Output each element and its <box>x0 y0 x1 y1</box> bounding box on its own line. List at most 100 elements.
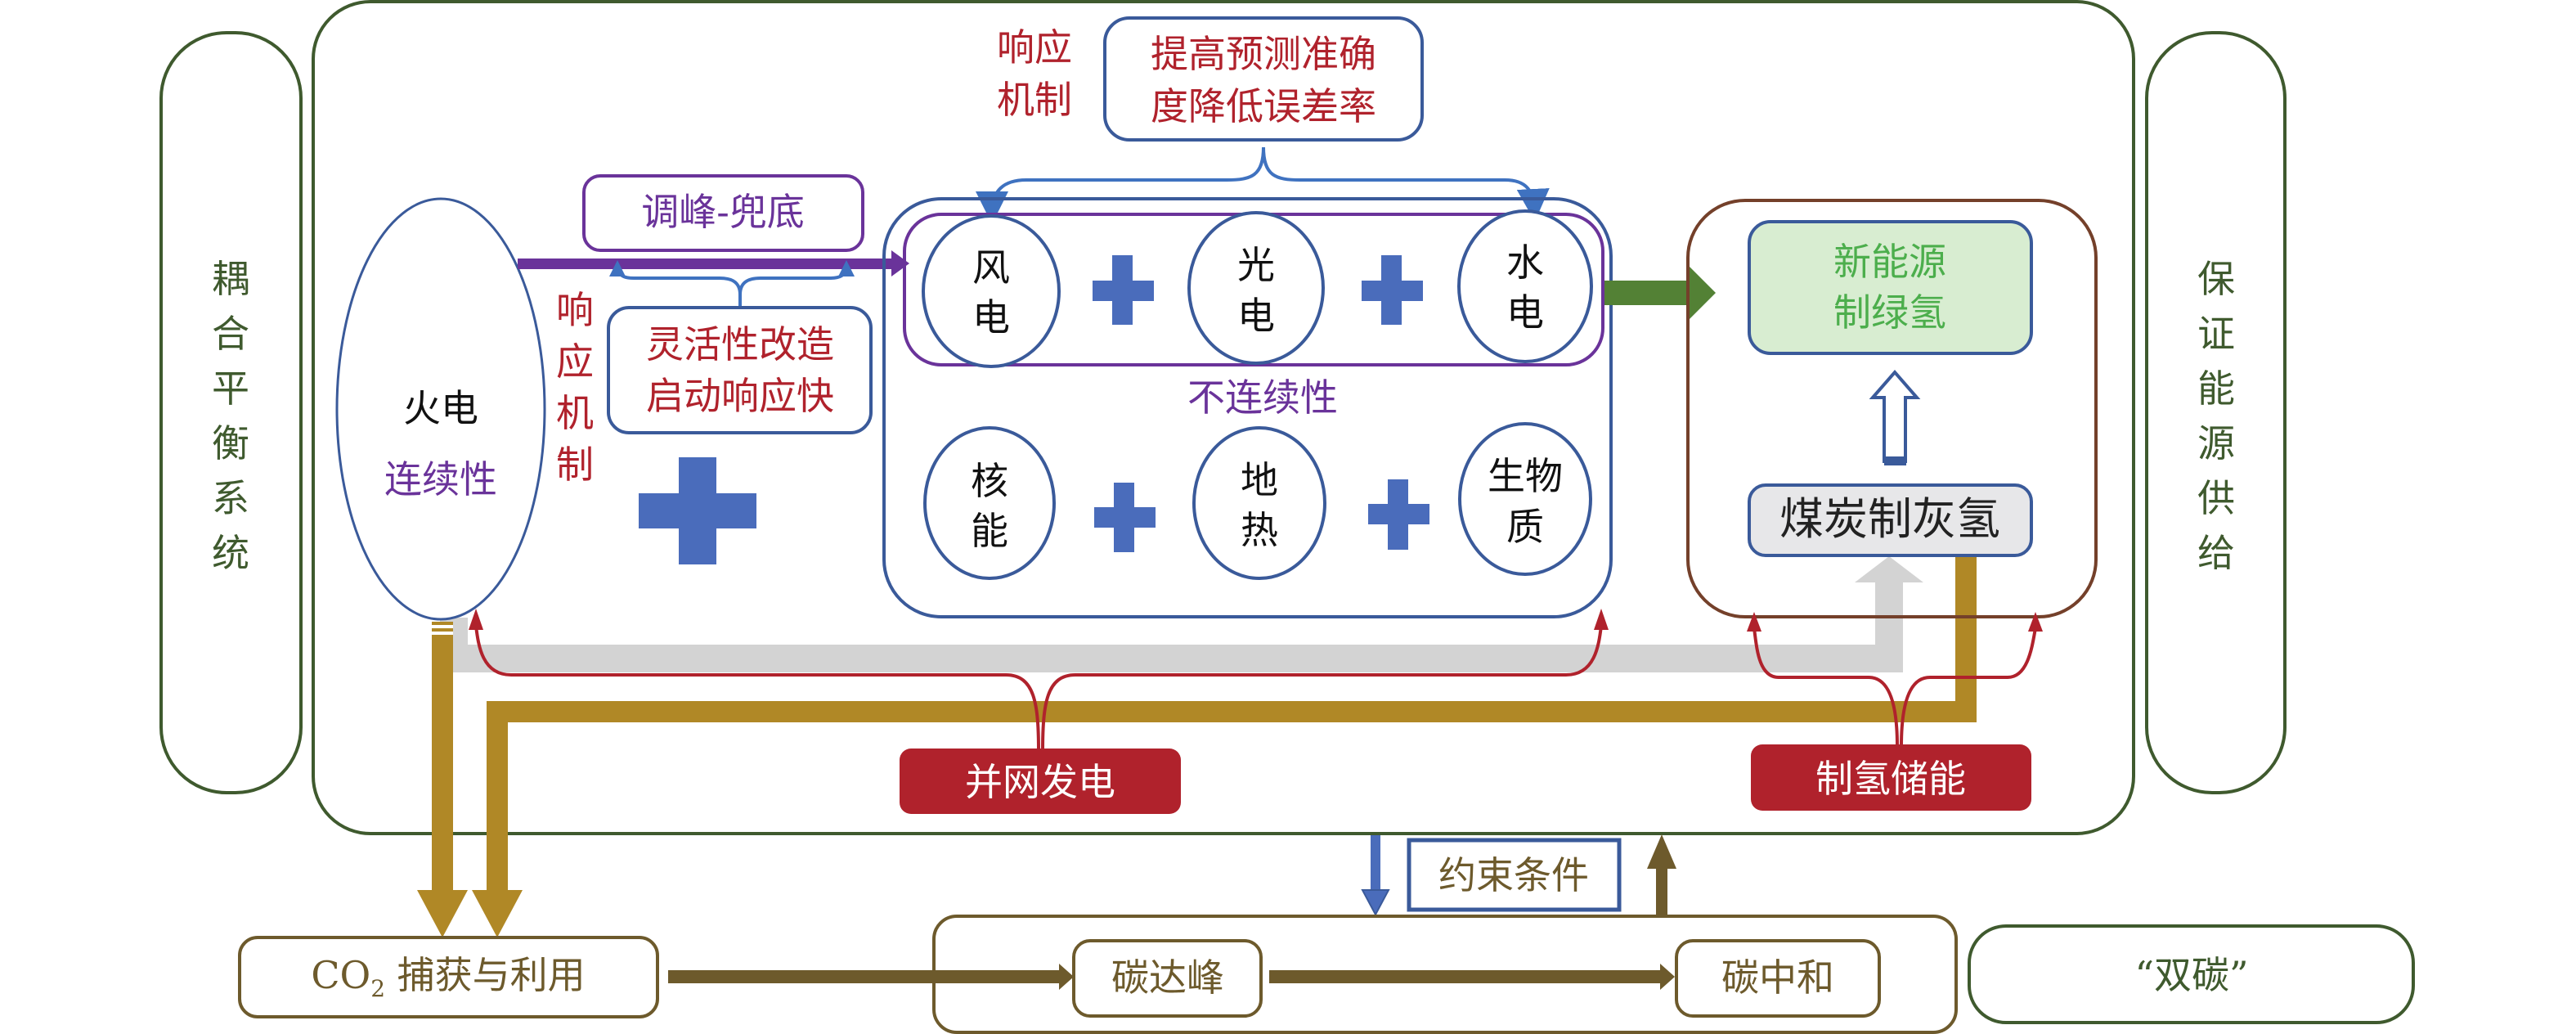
dual-carbon-label: “双碳” <box>2134 953 2248 997</box>
vertical-mechanism-label: 响 应 机 制 <box>556 288 594 487</box>
hydrogen-storage-label: 制氢储能 <box>1815 757 1966 801</box>
left-pillar-char: 耦 <box>212 257 249 301</box>
grey-flow-arrow <box>440 581 1903 672</box>
right-pillar-char: 保 <box>2197 257 2235 301</box>
flexibility-box <box>607 306 873 434</box>
hydro-power-circle <box>1457 209 1593 363</box>
left-pillar-char: 平 <box>212 366 249 411</box>
forecast-line: 提高预测准确 <box>1151 32 1376 76</box>
red-arrowhead <box>1594 609 1609 630</box>
right-pillar-text: 保 证 能 源 供 给 <box>2197 257 2235 575</box>
constraint-box <box>1407 838 1622 912</box>
flexibility-line: 启动响应快 <box>646 374 834 418</box>
gold-flow-right <box>487 555 1977 892</box>
wind-power-label: 风 <box>972 245 1010 290</box>
hydro-power-label: 电 <box>1506 290 1544 335</box>
thermal-power-property: 连续性 <box>384 457 497 501</box>
grey-flow-arrowhead <box>1855 556 1923 582</box>
hydro-power-node[interactable]: 水 电 <box>1457 209 1593 363</box>
co2-rest: 捕获与利用 <box>385 953 586 997</box>
carbon-peak-label: 碳达峰 <box>1111 955 1224 1000</box>
top-mechanism-line: 机制 <box>997 78 1072 122</box>
co2-capture-label: CO2 捕获与利用 <box>311 953 585 1002</box>
purple-arrowhead <box>891 250 909 276</box>
nuclear-power-circle <box>923 426 1056 580</box>
solar-power-label: 电 <box>1237 294 1275 338</box>
right-pillar-char: 供 <box>2197 476 2235 520</box>
gold-flow-left-stripe <box>432 632 453 635</box>
flex-brace-arrow-right <box>838 260 855 276</box>
peak-to-neutral-arrow-shaft <box>1269 970 1662 983</box>
flexibility-text: 灵活性改造 启动响应快 <box>646 322 834 418</box>
solar-power-label: 光 <box>1237 243 1275 287</box>
red-arrowhead <box>2028 612 2043 632</box>
biomass-circle <box>1458 422 1592 576</box>
big-plus-icon <box>639 457 756 564</box>
geothermal-circle <box>1192 426 1326 580</box>
right-pillar-char: 能 <box>2197 366 2235 411</box>
vertical-mechanism-char: 机 <box>556 391 594 435</box>
constraint-up-arrowhead <box>1647 834 1676 869</box>
nuclear-power-label: 核 <box>971 459 1008 503</box>
biomass-node[interactable]: 生物 质 <box>1458 422 1592 576</box>
peak-shaving-box <box>582 174 864 252</box>
top-mechanism-label: 响应 机制 <box>997 25 1072 122</box>
co2-subscript: 2 <box>370 975 385 1002</box>
green-arrowhead <box>1686 263 1716 322</box>
gold-arrowhead-right <box>472 890 523 937</box>
gold-flow-left <box>432 622 453 892</box>
flex-brace-arrow-left <box>609 260 626 276</box>
green-hydrogen-line: 新能源 <box>1833 240 1946 284</box>
wind-power-label: 电 <box>972 295 1010 339</box>
grey-hydrogen-box[interactable] <box>1748 483 2033 557</box>
hydrogen-storage-button[interactable] <box>1751 744 2031 811</box>
right-pillar-char: 证 <box>2197 312 2235 356</box>
grid-power-label: 并网发电 <box>965 760 1115 804</box>
right-pillar-char: 源 <box>2197 421 2235 465</box>
flex-brace <box>616 268 848 309</box>
peak-to-neutral-arrowhead <box>1660 964 1675 990</box>
purple-arrow-shaft <box>518 258 894 269</box>
gold-arrowhead-left <box>417 890 468 937</box>
vertical-mechanism-char: 响 <box>556 288 594 332</box>
co2-to-peak-arrow-shaft <box>668 970 1061 983</box>
dual-carbon-box[interactable] <box>1968 924 2415 1024</box>
left-pillar-char: 统 <box>212 531 249 575</box>
green-hydrogen-text: 新能源 制绿氢 <box>1833 240 1946 335</box>
hydro-power-label: 水 <box>1506 241 1544 285</box>
constraint-up-shaft <box>1656 867 1667 916</box>
plus-icon <box>1362 255 1423 325</box>
carbon-peak-box[interactable] <box>1072 939 1263 1018</box>
forecast-box <box>1103 16 1424 142</box>
plus-icon <box>1368 479 1429 550</box>
right-pillar-box <box>2145 31 2287 794</box>
forecast-text: 提高预测准确 度降低误差率 <box>1151 32 1376 128</box>
thermal-power-node[interactable] <box>335 197 546 621</box>
green-arrow-shaft <box>1604 281 1688 305</box>
co2-capture-box[interactable] <box>238 936 659 1018</box>
co2-to-peak-arrowhead <box>1059 964 1074 990</box>
solar-power-circle <box>1187 211 1325 365</box>
solar-power-node[interactable]: 光 电 <box>1187 211 1325 365</box>
thermal-power-title: 火电 <box>403 386 478 430</box>
geothermal-node[interactable]: 地 热 <box>1192 426 1326 580</box>
peak-shaving-label: 调峰-兜底 <box>641 190 805 234</box>
nuclear-power-label: 能 <box>971 509 1008 553</box>
grid-power-button[interactable] <box>900 749 1181 814</box>
flexibility-line: 灵活性改造 <box>646 322 834 366</box>
green-hydrogen-box[interactable] <box>1748 220 2033 355</box>
left-pillar-box <box>159 31 303 794</box>
carbon-neutral-label: 碳中和 <box>1721 955 1834 1000</box>
right-pillar-char: 给 <box>2197 531 2235 575</box>
renewables-box <box>882 197 1613 618</box>
nuclear-power-node[interactable]: 核 能 <box>923 426 1056 580</box>
carbon-neutral-box[interactable] <box>1675 939 1881 1018</box>
gold-flow-left-stripe <box>432 625 453 628</box>
vertical-mechanism-char: 制 <box>556 443 594 487</box>
wind-power-node[interactable]: 风 电 <box>922 214 1061 368</box>
dual-carbon-path-box <box>932 915 1958 1034</box>
hollow-up-arrow-base <box>1884 456 1906 465</box>
intermittency-label: 不连续性 <box>1187 375 1338 420</box>
hydrogen-storage-branch-arrows <box>1752 627 2037 747</box>
